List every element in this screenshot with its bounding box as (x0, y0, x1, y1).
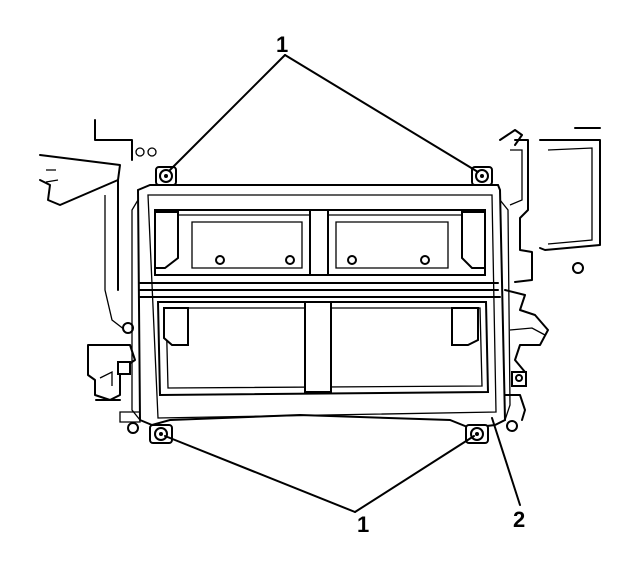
upper-filter-chamber (154, 209, 486, 276)
air-filter-cover-icon (156, 301, 490, 397)
fastener-bottom-right (465, 424, 489, 444)
callout-label-housing: 2 (513, 507, 525, 532)
fastener-top-left (155, 166, 177, 186)
fastener-bottom-left (149, 424, 173, 444)
right-lower-linkage (499, 289, 549, 432)
callout-label-bottom: 1 (357, 512, 369, 537)
housing-ribs (139, 282, 501, 298)
callout-label-top: 1 (276, 32, 288, 57)
right-housing-section (499, 127, 601, 283)
leader-lines (164, 54, 521, 513)
left-mount-bracket (39, 119, 157, 334)
